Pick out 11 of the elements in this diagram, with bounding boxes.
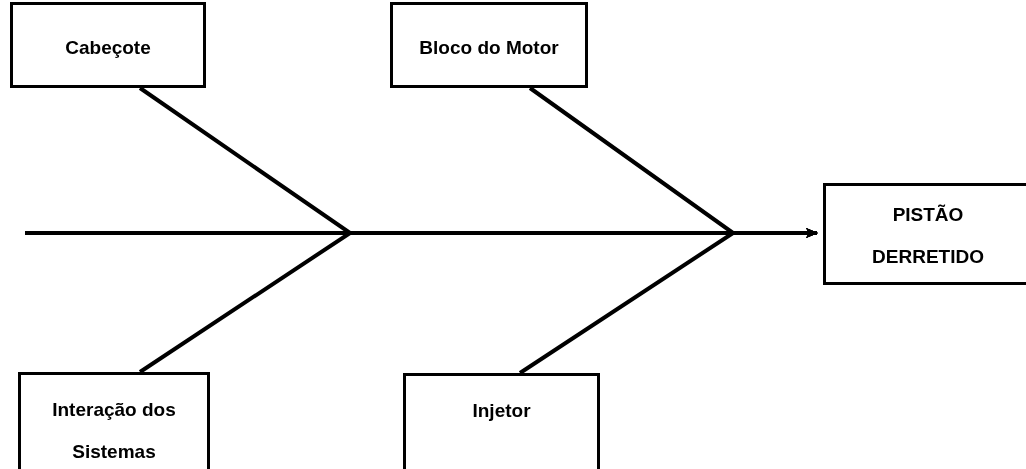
cause-box xyxy=(403,373,600,469)
cause-label: Interação dos Sistemas xyxy=(51,398,177,464)
effect-label: PISTÃO DERRETIDO xyxy=(871,203,985,269)
cause-label: Bloco do Motor xyxy=(419,36,559,60)
fishbone-arrow xyxy=(25,228,818,238)
cause-box xyxy=(10,2,206,88)
cause-box xyxy=(390,2,588,88)
effect-box xyxy=(823,183,1026,285)
cause-box xyxy=(18,372,210,469)
cause-label: Cabeçote xyxy=(65,36,151,60)
cause-label: Injetor xyxy=(472,399,531,423)
